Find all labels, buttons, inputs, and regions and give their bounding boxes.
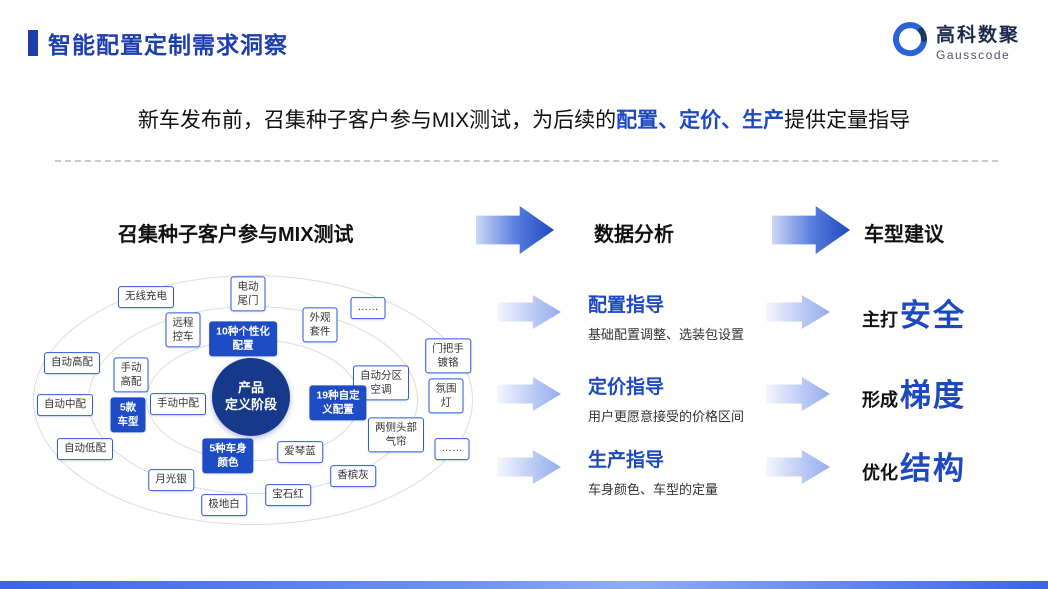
diagram-node: 两侧头部 气帘 bbox=[368, 417, 424, 453]
diagram-ring-outer bbox=[33, 275, 473, 525]
diagram-center-node: 产品 定义阶段 bbox=[212, 358, 290, 436]
diagram-node: 自动低配 bbox=[57, 438, 113, 460]
diagram-node: 5种车身 颜色 bbox=[202, 438, 254, 474]
analysis-desc: 基础配置调整、选装包设置 bbox=[588, 327, 745, 342]
analysis-title: 生产指导 bbox=[588, 450, 665, 471]
diagram-node: …… bbox=[434, 438, 470, 460]
flow-step-data-analysis: 数据分析 bbox=[594, 224, 674, 246]
analysis-desc: 用户更愿意接受的价格区间 bbox=[588, 409, 745, 424]
subtitle-highlight: 配置、定价、生产 bbox=[616, 109, 785, 132]
rec-keyword: 结构 bbox=[900, 451, 966, 486]
flow-arrow-icon bbox=[476, 206, 554, 254]
rec-prefix: 主打 bbox=[862, 310, 898, 330]
page-title: 智能配置定制需求洞察 bbox=[48, 32, 288, 58]
analysis-title: 配置指导 bbox=[588, 295, 665, 316]
subtitle-post: 提供定量指导 bbox=[784, 109, 911, 132]
diagram-node: 门把手 镀铬 bbox=[425, 338, 471, 374]
diagram-node: 宝石红 bbox=[265, 484, 311, 506]
diagram-node: 手动 高配 bbox=[113, 357, 149, 393]
gausscode-logo: 高科数聚 Gausscode bbox=[892, 20, 1020, 62]
diagram-node: 电动 尾门 bbox=[230, 276, 266, 312]
title-bar: 智能配置定制需求洞察 bbox=[28, 26, 288, 60]
rec-prefix: 形成 bbox=[862, 390, 898, 410]
diagram-node: 19种自定 义配置 bbox=[309, 385, 367, 421]
analysis-row-pricing: 定价指导 用户更愿意接受的价格区间 bbox=[588, 372, 788, 425]
title-accent-bar bbox=[28, 30, 38, 56]
rec-prefix: 优化 bbox=[862, 463, 898, 483]
analysis-desc: 车身颜色、车型的定量 bbox=[588, 482, 719, 497]
diagram-node: 氛围 灯 bbox=[428, 378, 464, 414]
diagram-node: 手动中配 bbox=[150, 393, 206, 415]
diagram-node: 自动高配 bbox=[44, 352, 100, 374]
analysis-row-config: 配置指导 基础配置调整、选装包设置 bbox=[588, 290, 788, 343]
diagram-node: 10种个性化 配置 bbox=[209, 321, 277, 357]
logo-text: 高科数聚 Gausscode bbox=[936, 20, 1020, 62]
diagram-node: 自动中配 bbox=[37, 394, 93, 416]
recommendation-safety: 主打 安全 bbox=[862, 290, 966, 335]
analysis-row-production: 生产指导 车身颜色、车型的定量 bbox=[588, 445, 788, 498]
subtitle-pre: 新车发布前，召集种子客户参与MIX测试，为后续的 bbox=[137, 109, 617, 132]
bottom-accent-bar bbox=[0, 581, 1048, 589]
recommendation-structure: 优化 结构 bbox=[862, 443, 966, 488]
logo-name: 高科数聚 bbox=[935, 25, 1020, 46]
dashed-divider bbox=[55, 160, 998, 162]
diagram-node: 外观 套件 bbox=[302, 307, 338, 343]
diagram-node: …… bbox=[350, 297, 386, 319]
diagram-node: 月光银 bbox=[148, 469, 194, 491]
diagram-node: 香槟灰 bbox=[330, 465, 376, 487]
subtitle: 新车发布前，召集种子客户参与MIX测试，为后续的配置、定价、生产提供定量指导 bbox=[0, 104, 1048, 134]
rec-keyword: 安全 bbox=[900, 298, 966, 333]
diagram-node: 爱琴蓝 bbox=[277, 441, 323, 463]
recommendation-gradient: 形成 梯度 bbox=[862, 370, 966, 415]
diagram-node: 远程 控车 bbox=[165, 312, 201, 348]
diagram-node: 无线充电 bbox=[118, 286, 174, 308]
rec-keyword: 梯度 bbox=[900, 378, 966, 413]
logo-subname: Gausscode bbox=[935, 48, 1011, 62]
analysis-title: 定价指导 bbox=[588, 377, 665, 398]
diagram-node: 5款 车型 bbox=[110, 397, 146, 433]
gausscode-logo-icon bbox=[892, 21, 928, 62]
flow-step-mix-test: 召集种子客户参与MIX测试 bbox=[118, 224, 354, 246]
flow-arrow-icon bbox=[772, 206, 850, 254]
diagram-node: 极地白 bbox=[201, 494, 247, 516]
flow-step-model-advice: 车型建议 bbox=[864, 224, 944, 246]
